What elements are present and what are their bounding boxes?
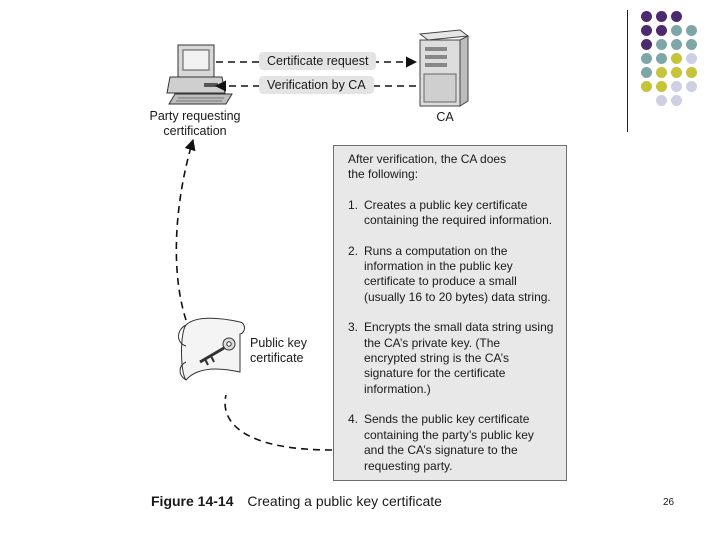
decor-dot <box>671 81 682 92</box>
step-line: Sends the public key certificate <box>364 412 530 427</box>
ca-label: CA <box>436 110 454 124</box>
decor-dot <box>686 25 697 36</box>
step-number: 4. <box>348 412 359 427</box>
step-text: Runs a computation on the information in… <box>364 244 558 306</box>
step-number: 2. <box>348 243 359 258</box>
decor-dot <box>656 39 667 50</box>
step-line: Creates a public key certificate <box>364 197 528 212</box>
step-line: the CA’s private key. (The <box>364 335 501 350</box>
step-item: 2. Runs a computation on the information… <box>348 244 558 306</box>
decor-dot <box>656 95 667 106</box>
step-text: Encrypts the small data string using the… <box>364 320 558 397</box>
decor-dot <box>656 11 667 22</box>
step-item: 3. Encrypts the small data string using … <box>348 320 558 397</box>
certificate-scroll-icon <box>178 317 245 381</box>
decor-dot <box>641 39 652 50</box>
box-intro-line: After verification, the CA does <box>348 152 507 166</box>
page-number: 26 <box>663 497 675 508</box>
step-item: 1. Creates a public key certificate cont… <box>348 198 558 229</box>
key-icon <box>199 337 236 366</box>
step-line: information in the public key <box>364 259 513 274</box>
certificate-request-label: Certificate request <box>259 52 377 70</box>
step-line: (usually 16 to 20 bytes) data string. <box>364 289 551 304</box>
decor-dot <box>686 39 697 50</box>
party-label-line: certification <box>163 124 227 138</box>
figure-caption: Figure 14-14 Creating a public key certi… <box>151 493 442 509</box>
step-line: requesting party. <box>364 458 453 473</box>
return-path-lower <box>224 394 333 451</box>
decor-divider-line <box>627 10 628 132</box>
decor-dot <box>671 25 682 36</box>
step-item: 4. Sends the public key certificate cont… <box>348 412 558 474</box>
decor-dot <box>686 53 697 64</box>
decor-dot <box>641 11 652 22</box>
certificate-label-line: Public key <box>250 336 307 350</box>
decor-dot <box>641 53 652 64</box>
decor-dot <box>656 67 667 78</box>
step-number: 3. <box>348 320 359 335</box>
step-line: encrypted string is the CA’s <box>364 351 509 366</box>
step-line: Runs a computation on the <box>364 243 508 258</box>
party-label: Party requesting certification <box>145 109 245 139</box>
server-icon <box>418 29 470 107</box>
box-intro: After verification, the CA does the foll… <box>348 152 558 183</box>
computer-icon <box>166 44 233 105</box>
decor-dot <box>671 39 682 50</box>
decor-dot <box>641 25 652 36</box>
step-number: 1. <box>348 197 359 212</box>
decor-dot <box>641 81 652 92</box>
decor-dot <box>656 53 667 64</box>
step-text: Sends the public key certificate contain… <box>364 412 558 474</box>
verification-label: Verification by CA <box>259 76 374 94</box>
step-line: containing the required information. <box>364 213 553 228</box>
step-line: certificate to produce a small <box>364 274 517 289</box>
step-line: information.) <box>364 381 431 396</box>
decor-dot <box>686 67 697 78</box>
step-line: containing the party’s public key <box>364 427 534 442</box>
ca-steps-box: After verification, the CA does the foll… <box>333 145 567 481</box>
decor-dot <box>671 53 682 64</box>
decor-dot <box>671 95 682 106</box>
decor-dot <box>641 67 652 78</box>
decor-dot <box>656 81 667 92</box>
step-line: and the CA’s signature to the <box>364 443 518 458</box>
figure-label: Figure 14-14 <box>151 493 234 509</box>
decor-dot <box>656 25 667 36</box>
certificate-label-line: certificate <box>250 351 304 365</box>
certificate-label: Public key certificate <box>250 336 307 366</box>
box-intro-line: the following: <box>348 167 419 182</box>
party-label-line: Party requesting <box>149 109 241 123</box>
step-line: Encrypts the small data string using <box>364 320 554 335</box>
decor-dot <box>671 67 682 78</box>
step-line: signature for the certificate <box>364 366 506 381</box>
step-text: Creates a public key certificate contain… <box>364 198 558 229</box>
figure-title: Creating a public key certificate <box>247 493 442 509</box>
decor-dot <box>671 11 682 22</box>
decor-dot <box>686 81 697 92</box>
return-path-upper <box>175 138 196 321</box>
